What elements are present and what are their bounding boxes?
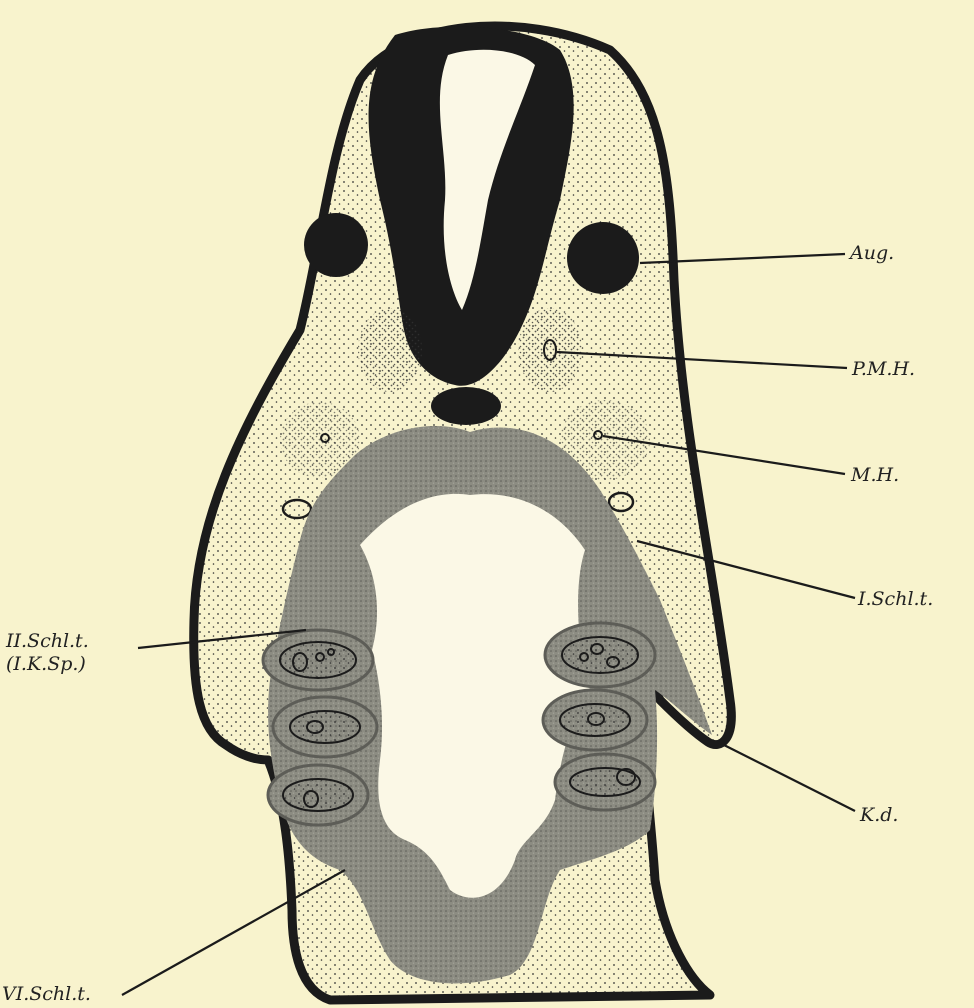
label-vi-schl: VI.Schl.t. — [2, 985, 91, 1004]
label-aug: Aug. — [850, 244, 894, 263]
label-i-schl: I.Schl.t. — [858, 590, 933, 609]
left-arch-2-core — [290, 711, 360, 743]
label-kd: K.d. — [860, 806, 898, 825]
label-ii-schl-sub: (I.K.Sp.) — [6, 655, 86, 674]
right-condensation — [518, 308, 582, 392]
leader-kd — [718, 742, 855, 811]
left-condensation — [358, 308, 422, 392]
right-eye — [567, 222, 639, 294]
right-arch-1-core — [562, 637, 638, 673]
label-mh: M.H. — [851, 466, 899, 485]
label-ii-schl: II.Schl.t. — [6, 632, 89, 651]
right-arch-3-core — [570, 768, 640, 796]
label-pmh: P.M.H. — [852, 360, 915, 379]
right-arch-2-core — [560, 704, 630, 736]
notochord — [431, 387, 501, 425]
left-eye — [304, 213, 368, 277]
